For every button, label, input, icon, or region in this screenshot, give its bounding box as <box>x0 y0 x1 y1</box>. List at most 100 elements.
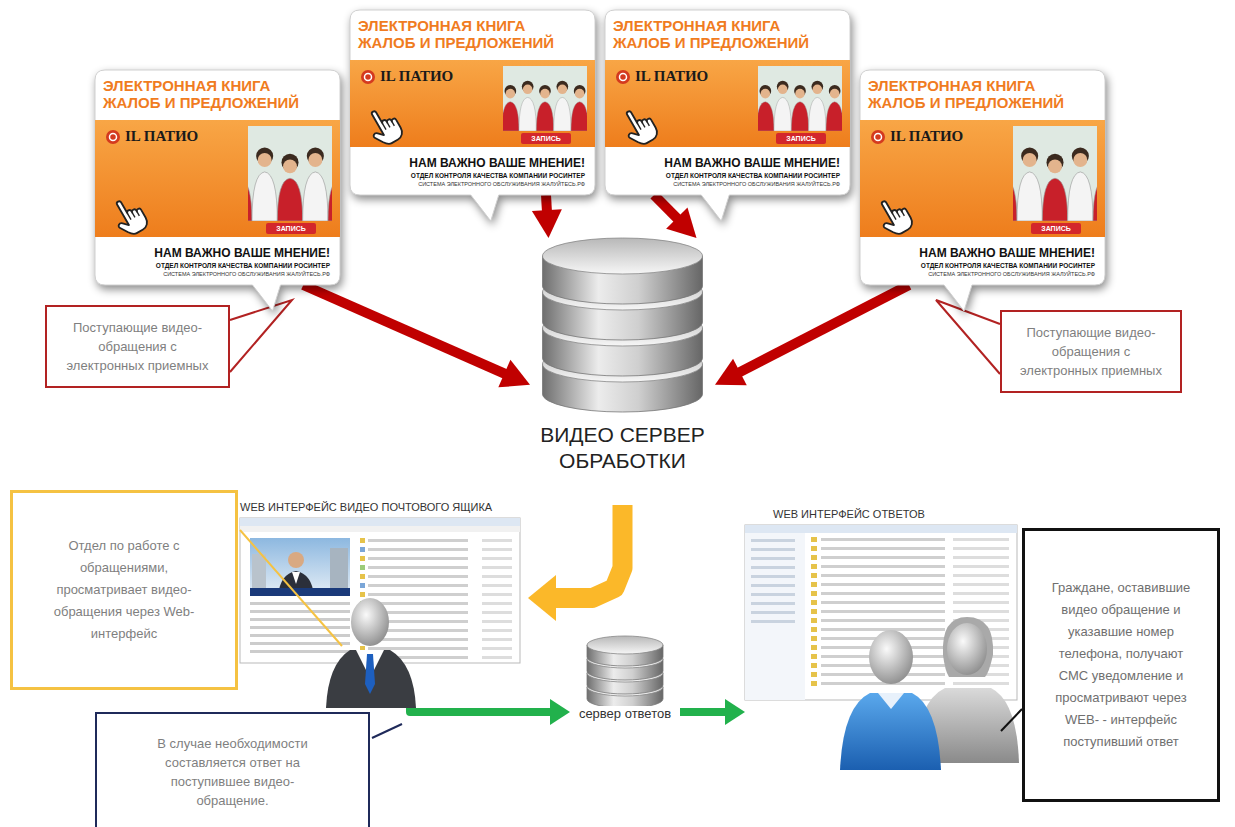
photo-person <box>791 102 808 131</box>
callout-text: В случае необходимости составляется отве… <box>135 734 330 810</box>
video-frame <box>250 538 350 596</box>
list-date <box>953 601 1009 604</box>
anchor-hair <box>288 553 304 558</box>
orange-band: IL ПАТИО ЗАПИСЬ <box>350 60 595 147</box>
callout-text: Отдел по работе с обращениями, просматри… <box>33 535 215 645</box>
list-date <box>482 566 512 569</box>
slogan-text: НАМ ВАЖНО ВАШЕ МНЕНИЕ! <box>358 156 585 171</box>
callout-text: Поступающие видео-обращения с электронны… <box>65 318 210 375</box>
photo-person <box>826 102 842 131</box>
photo-person <box>1068 172 1093 221</box>
callout-box: В случае необходимости составляется отве… <box>95 712 370 827</box>
panel-row <box>751 593 795 596</box>
operator-head <box>351 598 389 646</box>
list-icon <box>811 537 817 542</box>
photo-bg <box>248 126 332 221</box>
arrow-shaft <box>735 285 909 375</box>
photo <box>758 66 842 131</box>
arrow-shaft <box>303 285 509 376</box>
logo-text: IL ПАТИО <box>380 68 453 85</box>
arrow-head <box>666 208 696 238</box>
kiosk-bubble: ЭЛЕКТРОННАЯ КНИГА ЖАЛОБ И ПРЕДЛОЖЕНИЙ IL … <box>350 10 595 195</box>
screen-title: WEB ИНТЕРФЕЙС ВИДЕО ПОЧТОВОГО ЯЩИКА <box>240 500 492 514</box>
side-panel <box>745 533 805 700</box>
flow-arrow <box>715 285 909 385</box>
list-row <box>821 547 945 550</box>
list-row <box>821 538 945 541</box>
list-date <box>482 557 512 560</box>
photo-face <box>540 89 550 99</box>
mailbox-screenshot <box>238 498 528 708</box>
photo-face <box>575 89 585 99</box>
photo-person <box>303 172 328 221</box>
photo-person <box>503 102 519 131</box>
department-text: ОТДЕЛ КОНТРОЛЯ КАЧЕСТВА КОМПАНИИ РОСИНТЕ… <box>358 171 585 180</box>
operator-tie <box>365 654 375 694</box>
list-date <box>482 539 512 542</box>
logo-ring <box>110 133 117 140</box>
flow-arrow <box>303 285 530 387</box>
list-date <box>482 611 512 614</box>
window <box>745 525 1017 700</box>
logo-emblem <box>360 69 376 85</box>
woman-head <box>947 623 987 675</box>
flow-arrow <box>410 699 570 725</box>
logo-ring <box>365 73 372 80</box>
kiosk-bubble: ЭЛЕКТРОННАЯ КНИГА ЖАЛОБ И ПРЕДЛОЖЕНИЙ IL … <box>860 70 1105 285</box>
man-head <box>869 630 913 684</box>
window <box>240 518 520 663</box>
kiosk-title: ЭЛЕКТРОННАЯ КНИГА ЖАЛОБ И ПРЕДЛОЖЕНИЙ <box>358 17 587 51</box>
panel-row <box>751 611 795 614</box>
list-icon <box>811 636 817 641</box>
photo-face <box>283 159 297 173</box>
leader-line <box>240 530 342 646</box>
answers-screenshot <box>745 505 1020 775</box>
photo-person <box>1093 178 1097 221</box>
arrow-shaft <box>680 708 729 716</box>
kiosk-title: ЭЛЕКТРОННАЯ КНИГА ЖАЛОБ И ПРЕДЛОЖЕНИЙ <box>868 77 1097 111</box>
list-date <box>482 575 512 578</box>
photo-face <box>778 85 788 95</box>
hand-outline <box>618 104 660 150</box>
list-row <box>368 584 468 587</box>
list-date <box>482 638 512 641</box>
screen-title: WEB ИНТЕРФЕЙС ОТВЕТОВ <box>773 507 925 521</box>
man-collar <box>878 693 904 709</box>
list-row <box>821 583 945 586</box>
woman-hair <box>943 617 993 677</box>
photo <box>1013 126 1097 221</box>
system-text: СИСТЕМА ЭЛЕКТРОННОГО ОБСЛУЖИВАНИЯ ЖАЛУЙТ… <box>358 180 585 188</box>
flow-arrow <box>528 505 623 621</box>
photo-person <box>277 178 302 221</box>
bubble-outline <box>350 10 595 221</box>
button-text: ЗАПИСЬ <box>1031 223 1081 234</box>
mailbox-interface: WEB ИНТЕРФЕЙС ВИДЕО ПОЧТОВОГО ЯЩИКА <box>238 498 528 708</box>
kiosk-footer: НАМ ВАЖНО ВАШЕ МНЕНИЕ!ОТДЕЛ КОНТРОЛЯ КАЧ… <box>103 246 330 278</box>
list-icon <box>811 609 817 614</box>
kiosk-bubble: ЭЛЕКТРОННАЯ КНИГА ЖАЛОБ И ПРЕДЛОЖЕНИЙIL … <box>95 70 340 285</box>
arrow-shaft <box>550 505 622 598</box>
logo-text: IL ПАТИО <box>125 128 198 145</box>
leader-line <box>936 300 1000 374</box>
callout-box: Отдел по работе с обращениями, просматри… <box>10 490 238 690</box>
orange-band: IL ПАТИОЗАПИСЬ <box>860 120 1105 237</box>
photo-person <box>519 97 536 131</box>
arrow-head <box>532 209 562 238</box>
hand-outline <box>108 194 150 240</box>
photo-bg <box>1013 126 1097 221</box>
record-button: ЗАПИСЬ <box>521 133 571 144</box>
list-row <box>250 610 350 613</box>
list-row <box>368 539 468 542</box>
operator-body <box>326 650 416 708</box>
photo-person <box>554 97 571 131</box>
arrow-shaft <box>410 708 554 712</box>
photo-face <box>1073 153 1087 167</box>
logo-emblem <box>105 129 121 145</box>
callout-text: Поступающие видео-обращения с электронны… <box>1020 323 1162 380</box>
slogan-text: НАМ ВАЖНО ВАШЕ МНЕНИЕ! <box>868 246 1095 261</box>
list-row <box>368 557 468 560</box>
callout-box: Поступающие видео-обращения с электронны… <box>1000 310 1182 393</box>
photo-person <box>571 102 587 131</box>
photo-person <box>758 102 774 131</box>
